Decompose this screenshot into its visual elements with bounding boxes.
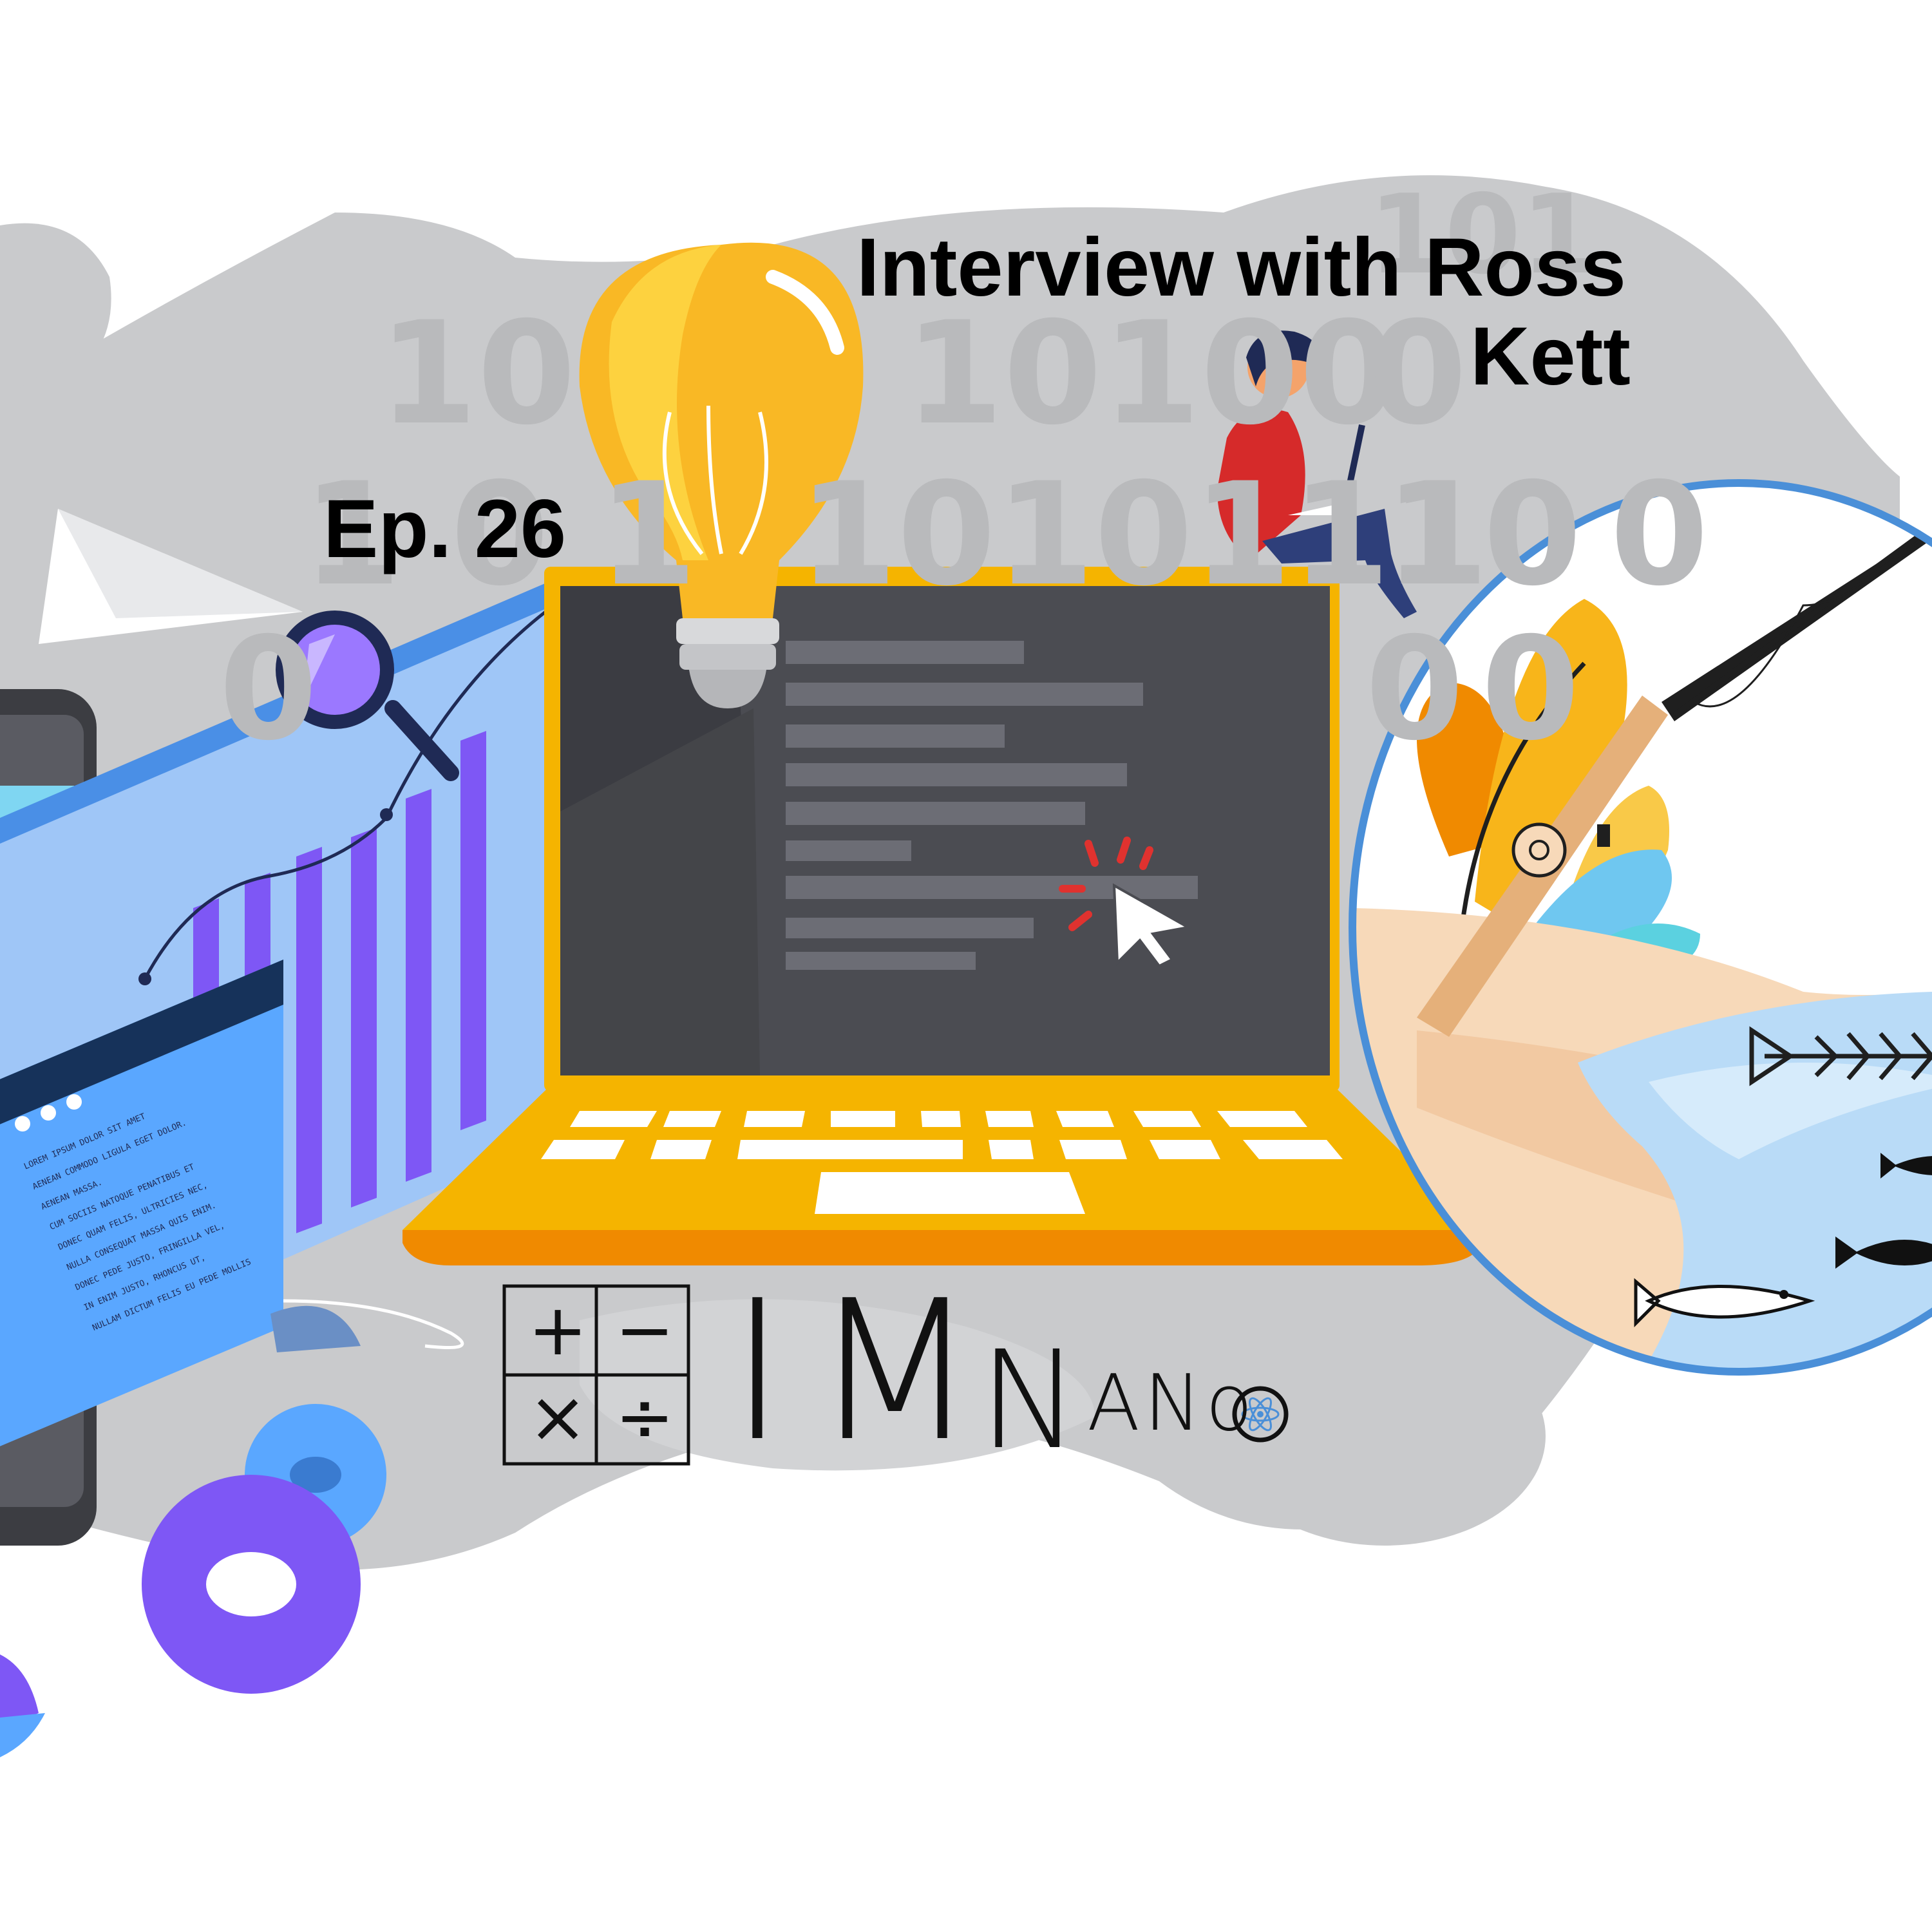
cursor-icon [1059,837,1192,968]
lightbulb-icon [579,242,864,708]
trend-line [143,604,555,980]
binary-digit: 0 [1368,291,1468,456]
binary-digit: 0 [1481,607,1580,772]
episode-number: Ep. 26 [323,483,567,575]
person-illustration [1217,330,1417,618]
binary-digit: 0 [1610,452,1709,617]
logo-letter-n: N [979,1321,1081,1479]
divide-icon: ÷ [615,1376,675,1458]
minus-icon: − [615,1289,675,1371]
binary-digit: 10 [1385,452,1582,617]
binary-digit: 0 [1365,607,1464,772]
atom-icon [1232,1386,1289,1443]
paper-plane-icon [39,509,303,644]
mouse-illustration [270,1305,361,1352]
fish-icon [1634,1153,1932,1328]
logo-suffix: ANo [1087,1359,1257,1448]
gear-icon [0,1404,386,1757]
laptop-illustration [402,567,1481,1265]
fish-skeleton-icon [1749,1026,1932,1086]
multiply-icon: × [528,1376,588,1458]
fishing-reel-icon [1511,822,1610,878]
binary-digit: 10 [379,291,576,456]
episode-title-line-2: Kett [1470,310,1631,402]
episode-title-line-1: Interview with Ross [857,222,1626,314]
mouse-cable [283,1299,464,1349]
keyboard-keys [541,1111,1343,1214]
magnifier-icon [276,611,459,781]
binary-digit: 1010111 [799,452,1489,617]
fishing-scene [1349,479,1932,1376]
logo-calculator-icon [502,1284,690,1466]
logo-letter-i: I [729,1259,786,1484]
binary-digit: 101 [1368,171,1597,299]
logo-letter-m: M [811,1259,978,1484]
plus-icon: + [528,1289,588,1371]
binary-digit: 0 [219,607,318,772]
code-lines [786,641,1198,970]
binary-digit: 1 0 1 [303,452,697,617]
binary-digit: 10100 [905,291,1398,456]
